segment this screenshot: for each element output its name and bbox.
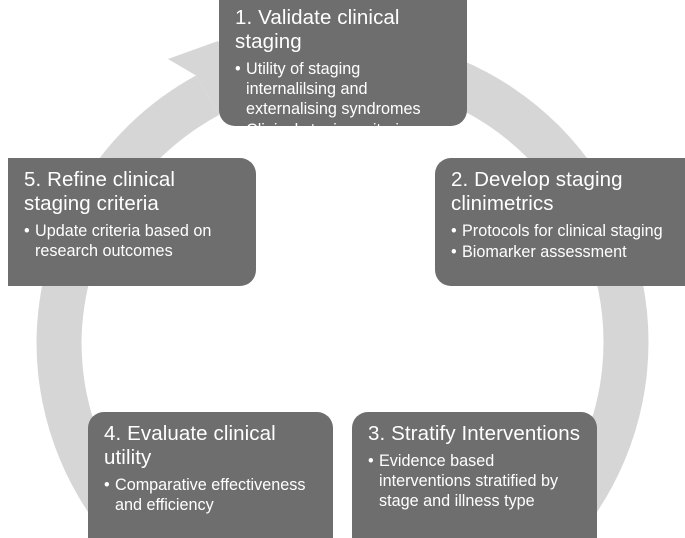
step-3-bullet-1: Evidence based interventions stratified … xyxy=(368,452,583,511)
step-5-title: 5. Refine clinical staging criteria xyxy=(24,168,176,216)
ring-arrowhead-icon xyxy=(168,41,232,115)
step-2-bullets: Protocols for clinical staging Biomarker… xyxy=(451,222,671,263)
step-5-bullet-1: Update criteria based on research outcom… xyxy=(24,222,242,262)
step-1-bullet-2: Clinical staging criteria xyxy=(235,120,453,141)
process-step-4[interactable]: 4. Evaluate clinical utility Comparative… xyxy=(88,412,333,538)
step-5-bullets: Update criteria based on research outcom… xyxy=(24,222,242,262)
process-step-2[interactable]: 2. Develop staging clinimetrics Protocol… xyxy=(435,158,685,286)
step-1-title: 1. Validate clinical staging xyxy=(235,6,400,54)
process-step-1[interactable]: 1. Validate clinical staging Utility of … xyxy=(219,0,467,140)
step-3-bullets: Evidence based interventions stratified … xyxy=(368,452,583,511)
step-2-bullet-1: Protocols for clinical staging xyxy=(451,222,671,242)
step-4-bullet-1: Comparative effectiveness and efficiency xyxy=(104,476,319,516)
process-step-5[interactable]: 5. Refine clinical staging criteria Upda… xyxy=(8,158,256,286)
process-step-3[interactable]: 3. Stratify Interventions Evidence based… xyxy=(352,412,597,538)
step-4-title: 4. Evaluate clinical utility xyxy=(104,422,276,470)
step-4-bullets: Comparative effectiveness and efficiency xyxy=(104,476,319,516)
step-1-bullets: Utility of staging internalilsing and ex… xyxy=(235,60,453,140)
step-3-title: 3. Stratify Interventions xyxy=(368,422,581,445)
step-2-title: 2. Develop staging clinimetrics xyxy=(451,168,623,216)
step-2-bullet-2: Biomarker assessment xyxy=(451,243,671,263)
step-1-bullet-1: Utility of staging internalilsing and ex… xyxy=(235,60,453,119)
